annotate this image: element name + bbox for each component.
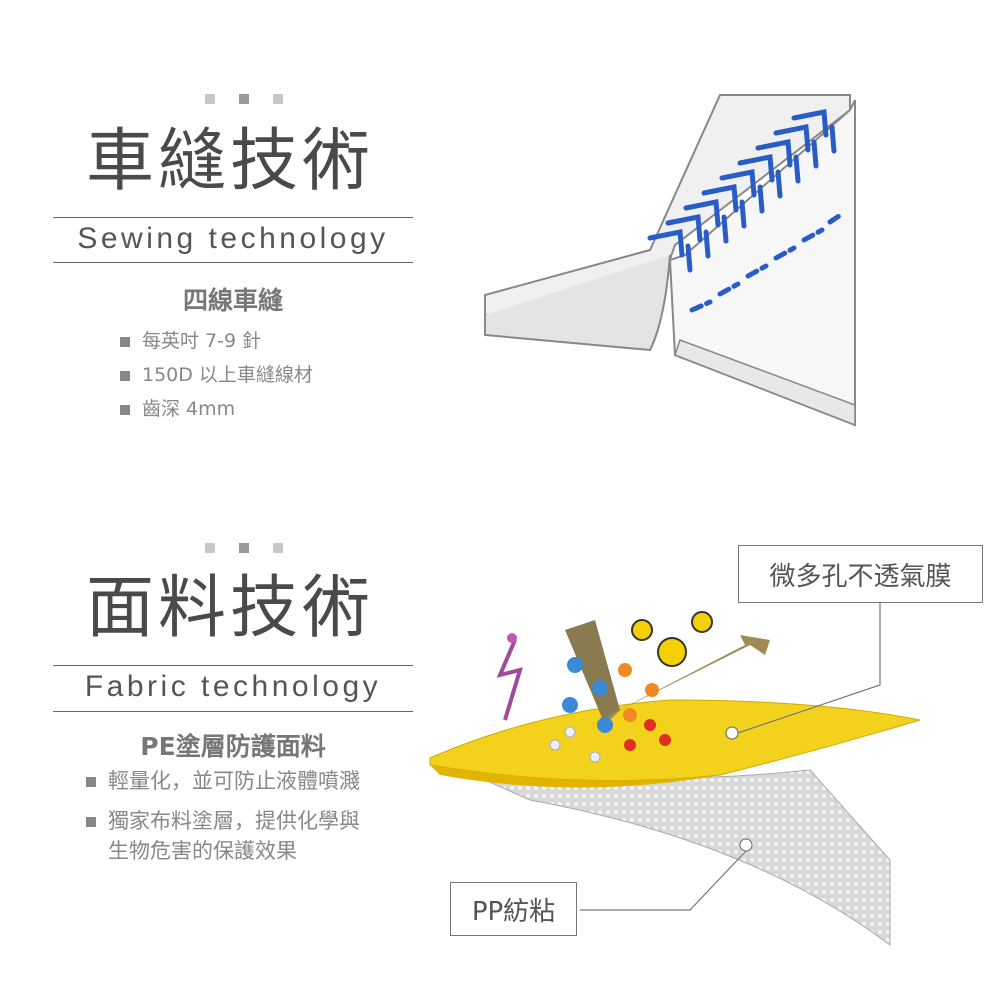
sewing-title: 車縫技術 [86,122,375,201]
membrane-label: 微多孔不透氣膜 [738,545,983,603]
divider [53,665,413,666]
fabric-layers-illustration [429,602,921,946]
sewing-bullet: 150D 以上車縫線材 [120,360,313,390]
fabric-english-title: Fabric technology [84,670,382,703]
sewing-english-title: Sewing technology [77,222,389,255]
bullet-square-icon [120,370,130,381]
decorative-dots [205,543,283,553]
sewing-bullet: 每英吋 7-9 針 [120,326,261,356]
seam-illustration [484,94,856,427]
bullet-text: 齒深 4mm [142,398,236,420]
bullet-text: 獨家布料塗層，提供化學與 [108,809,360,833]
bullet-text: 150D 以上車縫線材 [142,364,313,386]
bullet-square-icon [86,777,96,787]
sewing-bullet: 齒深 4mm [120,394,235,424]
fabric-bullet-continued: 生物危害的保護效果 [108,839,297,863]
fabric-subtitle: PE塗層防護面料 [140,732,326,761]
fabric-title: 面料技術 [86,569,375,648]
sewing-subtitle: 四線車縫 [182,286,283,315]
pp-spunbond-label: PP紡粘 [450,882,577,936]
fabric-bullet: 獨家布料塗層，提供化學與 [86,806,360,836]
bullet-square-icon [120,404,130,415]
bullet-text: 每英吋 7-9 針 [142,330,262,352]
bullet-square-icon [86,817,96,827]
fabric-bullet: 輕量化，並可防止液體噴濺 [86,766,360,796]
divider [53,711,413,712]
bullet-square-icon [120,336,130,347]
decorative-dots [205,94,283,104]
divider [53,262,413,263]
divider [53,217,413,218]
bullet-text: 輕量化，並可防止液體噴濺 [108,769,360,793]
